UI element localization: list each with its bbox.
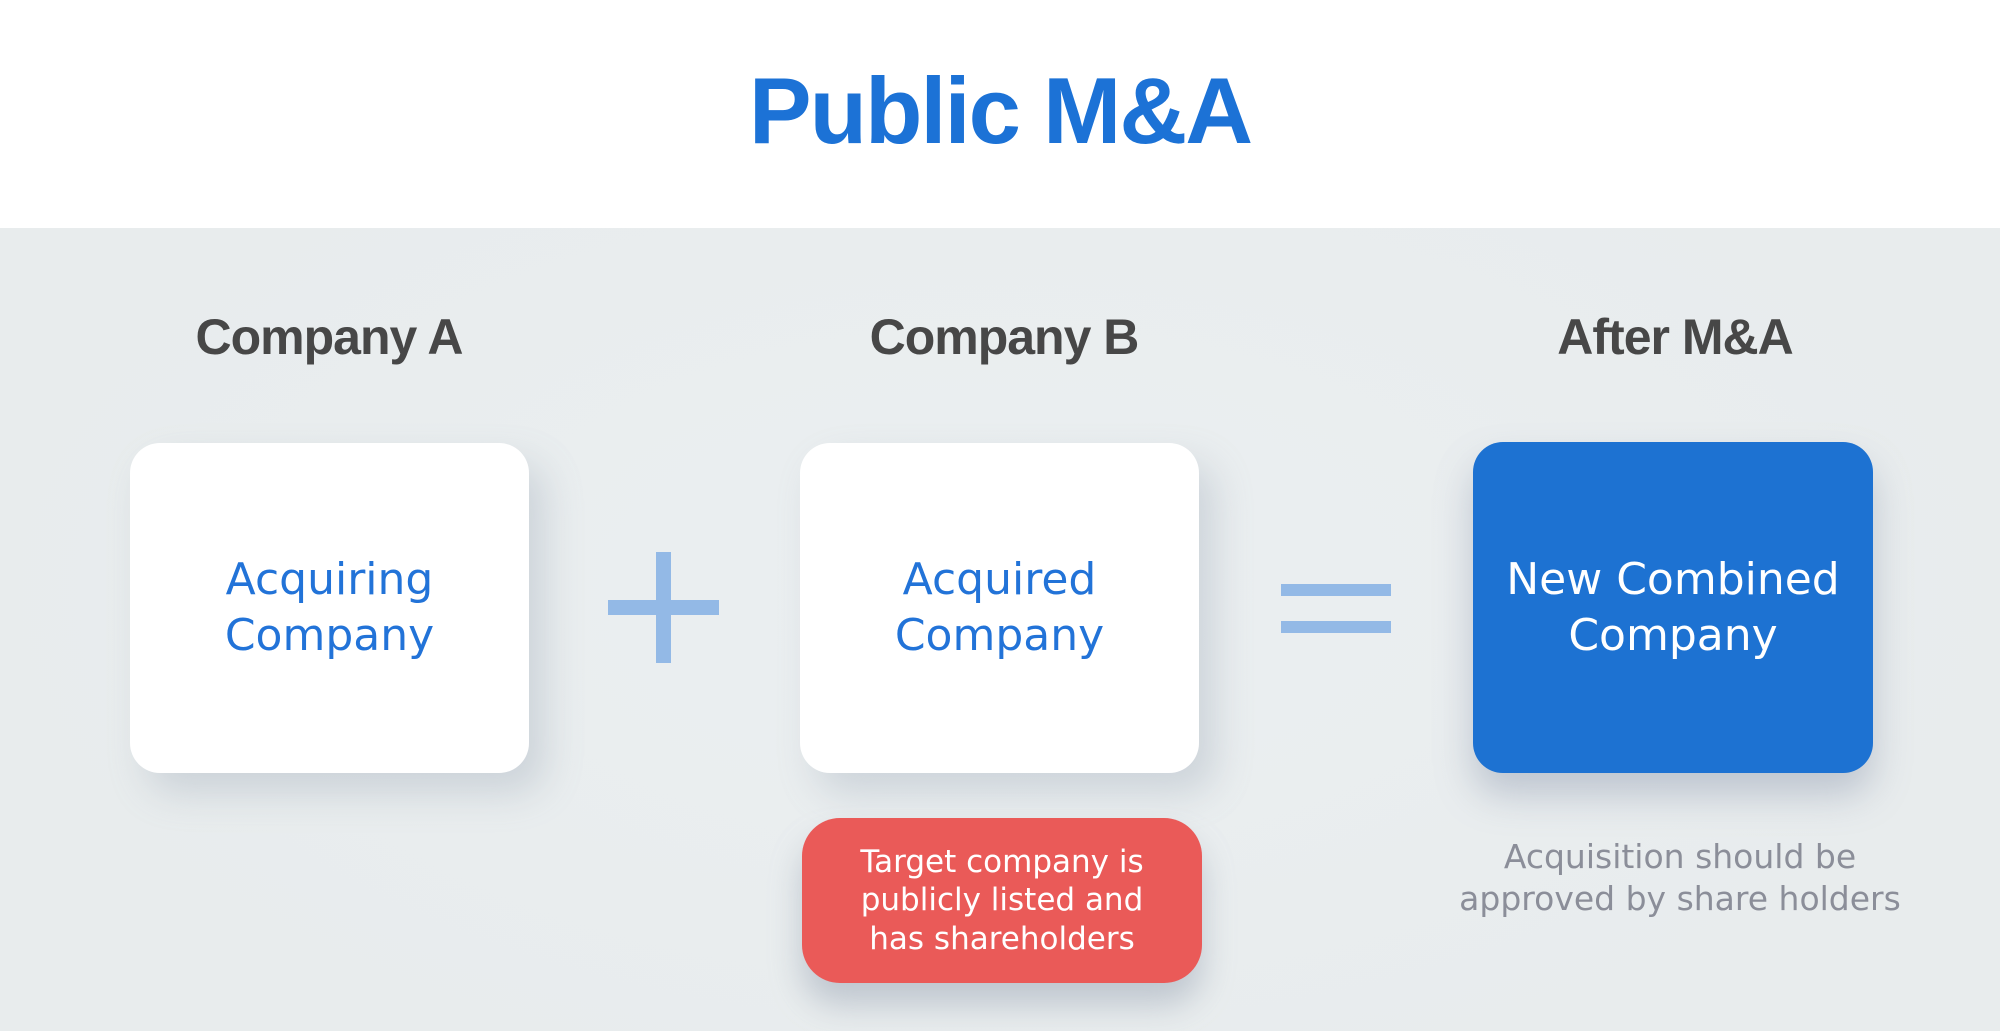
equals-icon bbox=[1281, 584, 1391, 633]
plus-icon bbox=[608, 552, 719, 663]
column-header-company-b: Company B bbox=[869, 309, 1140, 365]
target-company-note: Target company is publicly listed and ha… bbox=[802, 818, 1202, 983]
column-header-after-ma: After M&A bbox=[1557, 309, 1793, 365]
acquiring-company-card: Acquiring Company bbox=[130, 443, 529, 773]
card-label: Acquired Company bbox=[894, 554, 1105, 661]
equals-icon-top-bar bbox=[1281, 584, 1391, 596]
card-label: New Combined Company bbox=[1506, 553, 1840, 661]
diagram-section: Company A Company B After M&A Acquiring … bbox=[0, 228, 2000, 1031]
approval-caption: Acquisition should be approved by share … bbox=[1459, 836, 1901, 920]
acquired-company-card: Acquired Company bbox=[800, 443, 1199, 773]
new-combined-company-card: New Combined Company bbox=[1473, 442, 1873, 773]
note-line: publicly listed and bbox=[860, 882, 1144, 919]
column-header-company-a: Company A bbox=[195, 309, 464, 365]
note-line: has shareholders bbox=[869, 920, 1135, 957]
page-title: Public M&A bbox=[748, 58, 1253, 163]
card-label: Acquiring Company bbox=[224, 554, 435, 661]
equals-icon-bottom-bar bbox=[1281, 621, 1391, 633]
title-bar: Public M&A bbox=[0, 0, 2000, 228]
caption-line: Acquisition should be bbox=[1503, 837, 1857, 876]
plus-icon-horizontal-bar bbox=[608, 600, 719, 615]
caption-line: approved by share holders bbox=[1459, 879, 1901, 919]
note-line: Target company is bbox=[860, 843, 1144, 880]
